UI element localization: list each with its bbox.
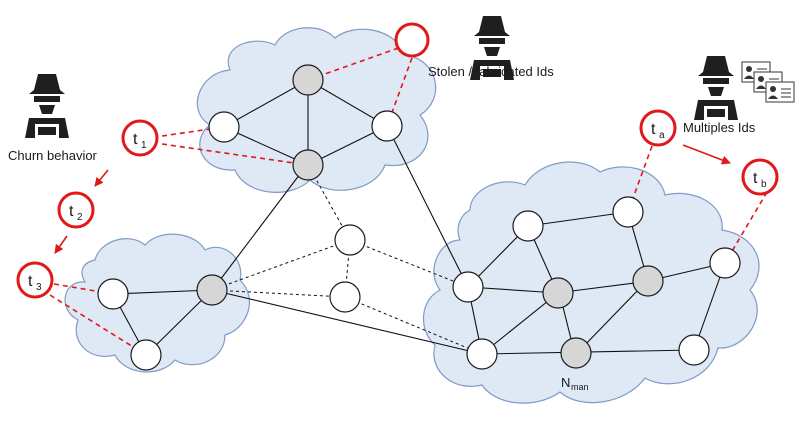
time-marker-tb: t b [741, 158, 779, 196]
network-nodes [97, 64, 741, 371]
svg-text:man: man [571, 382, 589, 392]
id-card-icon [741, 61, 795, 103]
time-marker-t1: t 1 [121, 119, 159, 157]
time-marker-t2: t 2 [57, 191, 95, 229]
malicious-node [196, 274, 228, 306]
left-cloud [64, 233, 250, 373]
honest-node [371, 110, 403, 142]
svg-text:a: a [659, 130, 665, 141]
nman-label: N man [561, 375, 589, 392]
honest-node [452, 271, 484, 303]
spy-icon [694, 56, 738, 120]
svg-text:t: t [651, 121, 656, 138]
svg-text:1: 1 [141, 140, 147, 151]
time-marker-t3: t 3 [16, 261, 54, 299]
malicious-node [542, 277, 574, 309]
svg-text:t: t [28, 273, 33, 290]
malicious-node [292, 149, 324, 181]
honest-node [208, 111, 240, 143]
multiple-ids-label: Multiples Ids [683, 120, 756, 135]
svg-text:t: t [133, 131, 138, 148]
svg-text:N: N [561, 375, 570, 390]
spy-icon [25, 74, 69, 138]
nman-node [560, 337, 592, 369]
honest-node [130, 339, 162, 371]
malicious-node [292, 64, 324, 96]
honest-node [512, 210, 544, 242]
time-marker-ta: t a [639, 109, 677, 147]
honest-node [612, 196, 644, 228]
honest-node [709, 247, 741, 279]
honest-node [466, 338, 498, 370]
svg-text:t: t [753, 170, 758, 187]
honest-node [329, 281, 361, 313]
churn-behavior-label: Churn behavior [8, 148, 98, 163]
honest-node [334, 224, 366, 256]
svg-text:3: 3 [36, 282, 42, 293]
stolen-ids-label: Stolen / fabricated Ids [428, 64, 554, 79]
svg-text:b: b [761, 179, 767, 190]
honest-node [678, 334, 710, 366]
malicious-node [632, 265, 664, 297]
svg-text:t: t [69, 203, 74, 220]
sybil-marker-stolen [394, 22, 430, 58]
top-cloud [196, 27, 437, 193]
honest-node [97, 278, 129, 310]
svg-text:2: 2 [77, 212, 83, 223]
